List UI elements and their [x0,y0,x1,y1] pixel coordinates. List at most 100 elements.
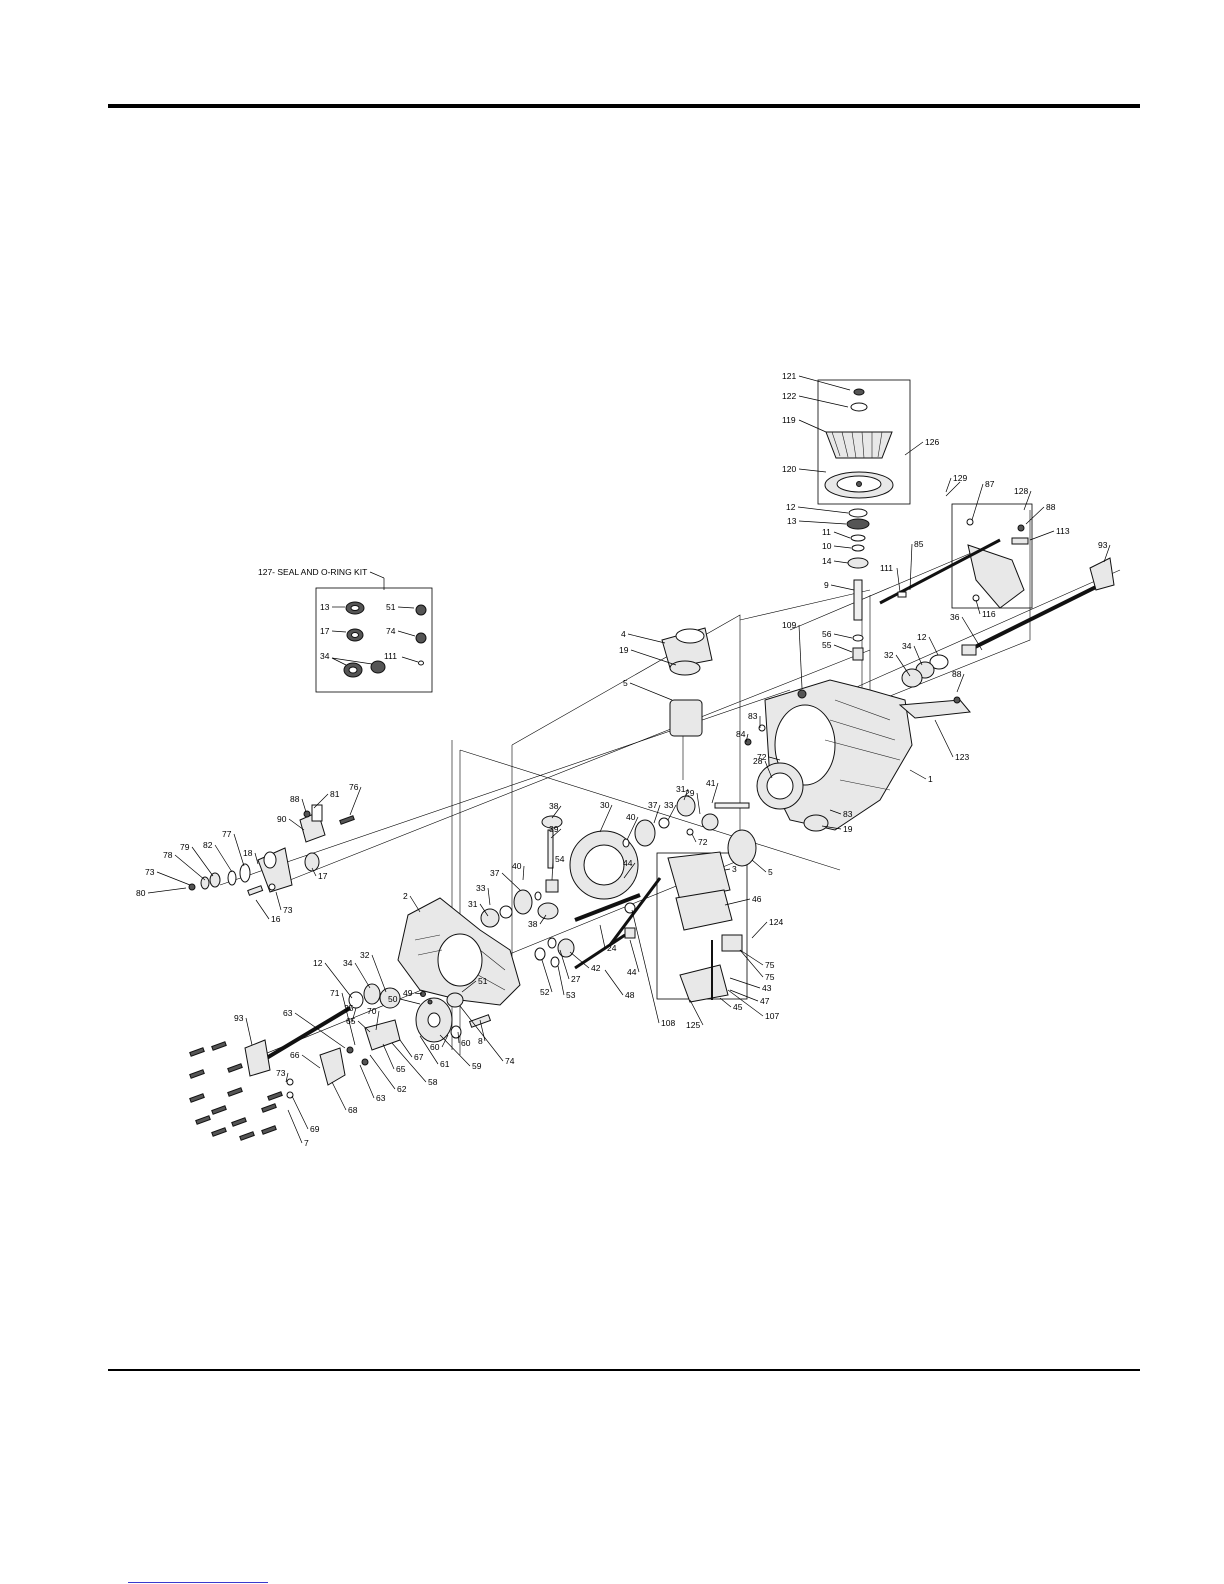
part-16-pin[interactable] [247,885,264,896]
callout-label: 34 [343,958,353,968]
callout-label: 28 [753,756,763,766]
part-73-brake-washer[interactable] [268,883,276,891]
callout-82: 82 [203,840,233,873]
part-77-disc[interactable] [239,863,251,883]
part-84-screw[interactable] [744,738,752,746]
part-88-brake-screw[interactable] [303,810,311,818]
part-128-cover[interactable] [967,544,1025,609]
part-13-seal[interactable] [846,518,870,530]
part-31-gear[interactable] [676,795,696,817]
callout-4: 4 [621,629,666,644]
part-44-lower-pin[interactable] [624,927,636,939]
part-3-center-section[interactable] [667,851,731,901]
part-81-spring[interactable] [311,804,323,822]
part-33-gear[interactable] [634,819,656,847]
part-122-washer[interactable] [850,402,868,412]
part-24-shaft[interactable] [574,893,641,922]
part-40-ring-lower[interactable] [534,891,542,901]
part-68-lever[interactable] [319,1047,346,1086]
kit-item-111[interactable] [418,660,424,666]
part-29-bearing[interactable] [701,813,719,831]
callout-label: 93 [1098,540,1108,550]
callout-66: 66 [290,1050,321,1069]
callout-leader [479,903,489,917]
part-50-spring[interactable] [427,999,433,1005]
part-44-pin[interactable] [608,877,662,946]
part-79-spring[interactable] [209,872,221,888]
part-38-gear[interactable] [541,815,563,829]
part-93-side-bracket[interactable] [244,1039,271,1077]
seal-oring-kit: 127- SEAL AND O-RING KIT 13 51 17 74 34 … [258,567,433,693]
callout-label: 16 [271,914,281,924]
part-88-bolt[interactable] [953,696,961,704]
part-72-washer[interactable] [686,828,694,836]
part-12-ring[interactable] [848,508,868,518]
part-36-axle[interactable] [961,644,977,656]
callout-label: 63 [376,1093,386,1103]
part-83-pin[interactable] [758,724,766,732]
part-9-input-shaft[interactable] [853,579,863,621]
kit-item-74[interactable] [415,632,427,644]
part-37-washer[interactable] [658,817,670,829]
part-109-nut[interactable] [797,689,807,699]
part-82-disc[interactable] [227,870,237,886]
part-48-shaft[interactable] [574,933,626,970]
part-63-lower-bolt[interactable] [361,1058,369,1066]
callout-42: 42 [569,951,601,973]
kit-item-34-b[interactable] [370,660,386,674]
part-53-washer[interactable] [550,956,560,968]
part-111-oring[interactable] [897,591,907,598]
part-52-washer[interactable] [534,947,546,961]
part-14-bearing[interactable] [847,557,869,569]
part-32-bearing[interactable] [901,668,923,688]
callout-label: 65 [346,1016,356,1026]
footer-link-underline[interactable] [128,1582,268,1583]
part-80-nut[interactable] [188,883,196,891]
part-34-side-seal[interactable] [363,983,381,1005]
part-27-washer[interactable] [547,937,557,949]
part-63-bolt[interactable] [346,1046,354,1054]
part-17-seal[interactable] [304,852,320,872]
part-41-shaft[interactable] [714,802,750,809]
part-37-gear[interactable] [513,889,533,915]
part-42-gear[interactable] [557,938,575,958]
part-123-bracket[interactable] [898,699,971,719]
part-5-motor-block[interactable] [727,829,757,867]
part-45-thrust-plate[interactable] [679,964,729,1003]
part-60-washer[interactable] [450,1025,462,1039]
part-129-pin[interactable] [945,481,961,497]
part-19-seal[interactable] [803,814,829,832]
part-38-lower-gear[interactable] [537,902,559,920]
part-74-seal[interactable] [446,992,464,1008]
part-119-fan[interactable] [825,431,893,459]
part-69-washer[interactable] [286,1091,294,1099]
part-54-block[interactable] [545,879,559,893]
part-93-bracket[interactable] [1089,557,1115,591]
part-75-valve[interactable] [721,934,743,952]
part-76-bolt[interactable] [339,815,355,825]
part-19-pump-seal[interactable] [669,660,701,676]
part-11-ring[interactable] [850,534,866,542]
part-46-plate[interactable] [675,889,733,931]
part-73-washer[interactable] [286,1078,294,1086]
part-31-lower-gear[interactable] [480,908,500,928]
part-56-ring[interactable] [852,634,864,642]
part-55-gear[interactable] [852,647,864,661]
part-121-nut[interactable] [853,388,865,396]
part-65-arm[interactable] [364,1019,401,1051]
part-113-arm[interactable] [1011,537,1029,545]
part-10-ring[interactable] [851,544,865,552]
part-40-ring[interactable] [622,838,630,848]
part-88-screw[interactable] [1017,524,1025,532]
part-87-pin[interactable] [966,518,974,526]
part-78-washer[interactable] [200,876,210,890]
part-12-snap-ring[interactable] [929,654,949,670]
part-5-cylinder-block[interactable] [669,699,703,737]
kit-item-51[interactable] [415,604,427,616]
callout-label: 78 [163,850,173,860]
part-39-shaft[interactable] [547,829,554,869]
part-33-washer[interactable] [499,905,513,919]
part-32-side-bearing[interactable] [379,987,401,1009]
part-108-washer[interactable] [624,902,636,914]
callout-leader [1103,544,1111,563]
